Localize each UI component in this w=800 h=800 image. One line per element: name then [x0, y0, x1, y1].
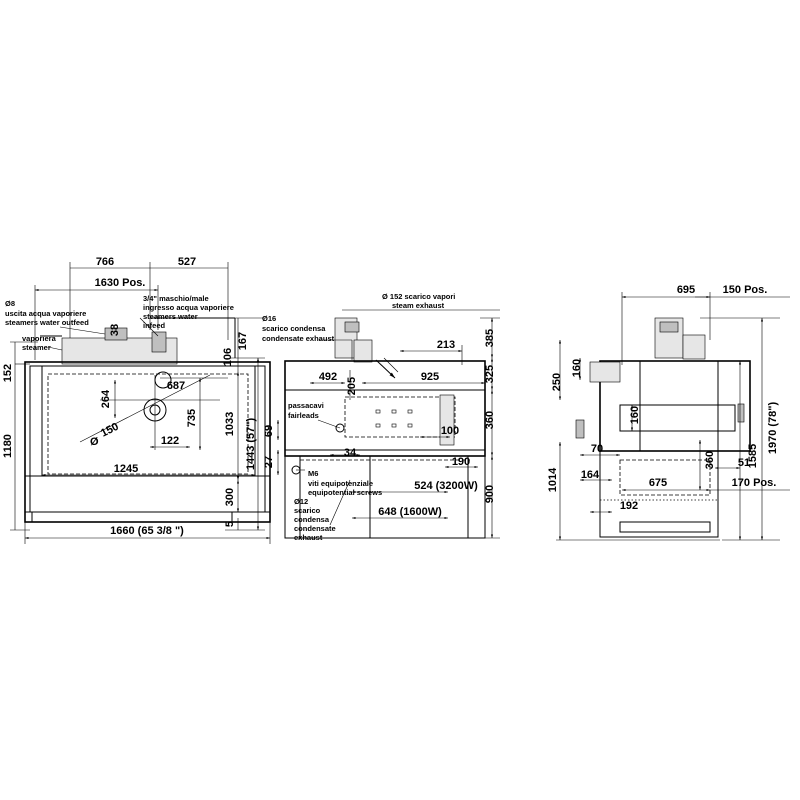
dim-70: 70 — [591, 443, 603, 455]
exhaust-arrow — [375, 359, 396, 379]
front-view: 766 527 1630 Pos. Ø8 uscita acqua vapori… — [2, 256, 271, 544]
dim-150-pos: 150 Pos. — [723, 284, 768, 296]
dim-648-1600w: 648 (1600W) — [378, 506, 442, 518]
steam-exhaust-label-1: Ø 152 scarico vapori — [382, 292, 455, 301]
dim-160-top: 160 — [571, 359, 583, 377]
dim-100: 100 — [441, 425, 459, 437]
side-handle — [439, 394, 455, 446]
dim-735: 735 — [186, 409, 198, 427]
fairleads-label-en: fairleads — [288, 411, 319, 420]
steamer-label-en: steamer — [22, 343, 51, 352]
dim-1970: 1970 (78") — [767, 402, 779, 455]
dim-167: 167 — [237, 332, 249, 350]
dim-205: 205 — [346, 377, 358, 395]
right-hood — [589, 361, 621, 383]
side-view: Ø 152 scarico vapori steam exhaust Ø16 s… — [262, 292, 500, 542]
equipotential-label-it: viti equipotenziale — [308, 479, 373, 488]
dim-766: 766 — [96, 256, 114, 268]
dim-1630-pos: 1630 Pos. — [95, 277, 146, 289]
fairlead-circle — [335, 423, 345, 433]
m6-label: M6 — [308, 469, 318, 478]
inlet-label-2: ingresso acqua vaporiere — [143, 303, 234, 312]
dim-160-mid: 160 — [629, 406, 641, 424]
dim-1180: 1180 — [2, 434, 14, 458]
inlet-label-1: 3/4" maschio/male — [143, 294, 209, 303]
cond16-dia: Ø16 — [262, 314, 276, 323]
dim-360: 360 — [484, 411, 496, 429]
dim-675: 675 — [649, 477, 667, 489]
dim-192: 192 — [620, 500, 638, 512]
dim-385: 385 — [484, 329, 496, 347]
inlet-label-4: infeed — [143, 321, 166, 330]
dim-106: 106 — [222, 348, 234, 366]
dim-190: 190 — [452, 456, 470, 468]
dim-900: 900 — [484, 485, 496, 503]
dim-1245: 1245 — [114, 463, 138, 475]
steamer-label-it: vaporiera — [22, 334, 57, 343]
cond12-label-4: exhaust — [294, 533, 323, 542]
dim-38: 38 — [109, 324, 121, 336]
dim-34: 34 — [344, 447, 357, 459]
dim-164: 164 — [581, 469, 600, 481]
cond12-dia: Ø12 — [294, 497, 308, 506]
cond12-label-3: condensate — [294, 524, 336, 533]
dim-170-pos: 170 Pos. — [732, 477, 777, 489]
outlet-label-en: steamers water outfeed — [5, 318, 89, 327]
dim-152: 152 — [2, 364, 14, 382]
outlet-diameter-label: Ø8 — [5, 299, 15, 308]
fairleads-label-it: passacavi — [288, 401, 324, 410]
outlet-label-it: uscita acqua vaporiere — [5, 309, 86, 318]
inlet-label-3: steamers water — [143, 312, 198, 321]
dim-diameter-150: 150 — [99, 421, 121, 440]
dim-1585: 1585 — [747, 444, 759, 468]
cond12-label-2: condensa — [294, 515, 330, 524]
side-stand — [284, 455, 486, 539]
dim-122: 122 — [161, 435, 179, 447]
dim-1660: 1660 (65 3/8 ") — [110, 525, 184, 537]
dim-524-3200w: 524 (3200W) — [414, 480, 478, 492]
steam-exhaust-label-2: steam exhaust — [392, 301, 445, 310]
water-inlet-fitting — [151, 331, 167, 353]
dim-325: 325 — [484, 365, 496, 383]
diameter-symbol: Ø — [90, 436, 99, 448]
dim-300: 300 — [224, 488, 236, 506]
dim-925: 925 — [421, 371, 439, 383]
dim-69: 69 — [263, 425, 275, 437]
dim-213: 213 — [437, 339, 455, 351]
dim-264: 264 — [100, 389, 112, 408]
cond12-label-1: scarico — [294, 506, 321, 515]
dim-1014: 1014 — [547, 467, 559, 492]
right-view: 695 150 Pos. 250 160 160 70 360 1014 164… — [547, 284, 790, 541]
dim-527: 527 — [178, 256, 196, 268]
dim-360-right: 360 — [704, 451, 716, 469]
front-base — [31, 511, 233, 523]
right-body — [599, 360, 751, 452]
dim-51: 51 — [738, 457, 750, 469]
dim-1033: 1033 — [224, 412, 236, 436]
oven-chamber-outline — [47, 373, 249, 475]
dim-695: 695 — [677, 284, 695, 296]
right-stand — [599, 450, 719, 538]
dim-492: 492 — [319, 371, 337, 383]
dim-27: 27 — [263, 456, 275, 468]
equipotential-label-en: equipotential screws — [308, 488, 382, 497]
side-chamber-outline — [344, 396, 456, 438]
dim-1443: 1443 (57") — [245, 418, 257, 471]
dim-687: 687 — [167, 380, 185, 392]
dim-250: 250 — [551, 373, 563, 391]
cond16-it: scarico condensa — [262, 324, 326, 333]
dim-5: 5 — [224, 521, 236, 527]
cond16-en: condensate exhaust — [262, 334, 335, 343]
